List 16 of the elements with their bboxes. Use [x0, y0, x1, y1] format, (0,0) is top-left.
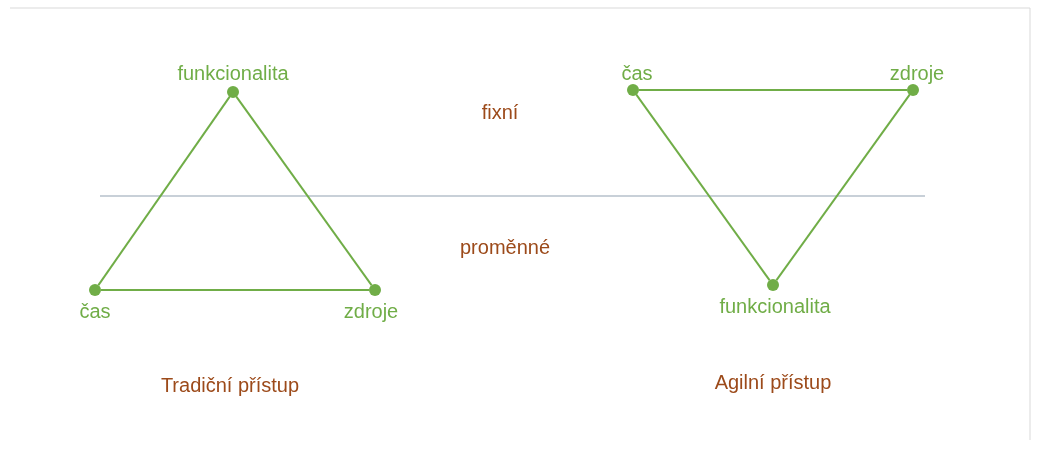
- triangle-side: [97, 95, 231, 287]
- vertex-label: funkcionalita: [719, 295, 831, 317]
- caption-text: Tradiční přístup: [160, 374, 300, 396]
- zone-label: proměnné: [459, 236, 551, 258]
- vertex-label: zdroje: [343, 300, 399, 322]
- caption-text: Agilní přístup: [714, 371, 832, 393]
- triangle-side: [635, 93, 771, 282]
- triangle-side: [775, 93, 911, 282]
- triangle-side: [638, 89, 908, 91]
- vertex-label: čas: [79, 300, 111, 322]
- vertex-label: funkcionalita: [177, 62, 289, 84]
- triangle-side: [235, 95, 373, 287]
- triangle-side: [100, 289, 370, 291]
- vertex-label: zdroje: [889, 62, 945, 84]
- zone-label: fixní: [481, 101, 519, 123]
- vertex-label: čas: [621, 62, 653, 84]
